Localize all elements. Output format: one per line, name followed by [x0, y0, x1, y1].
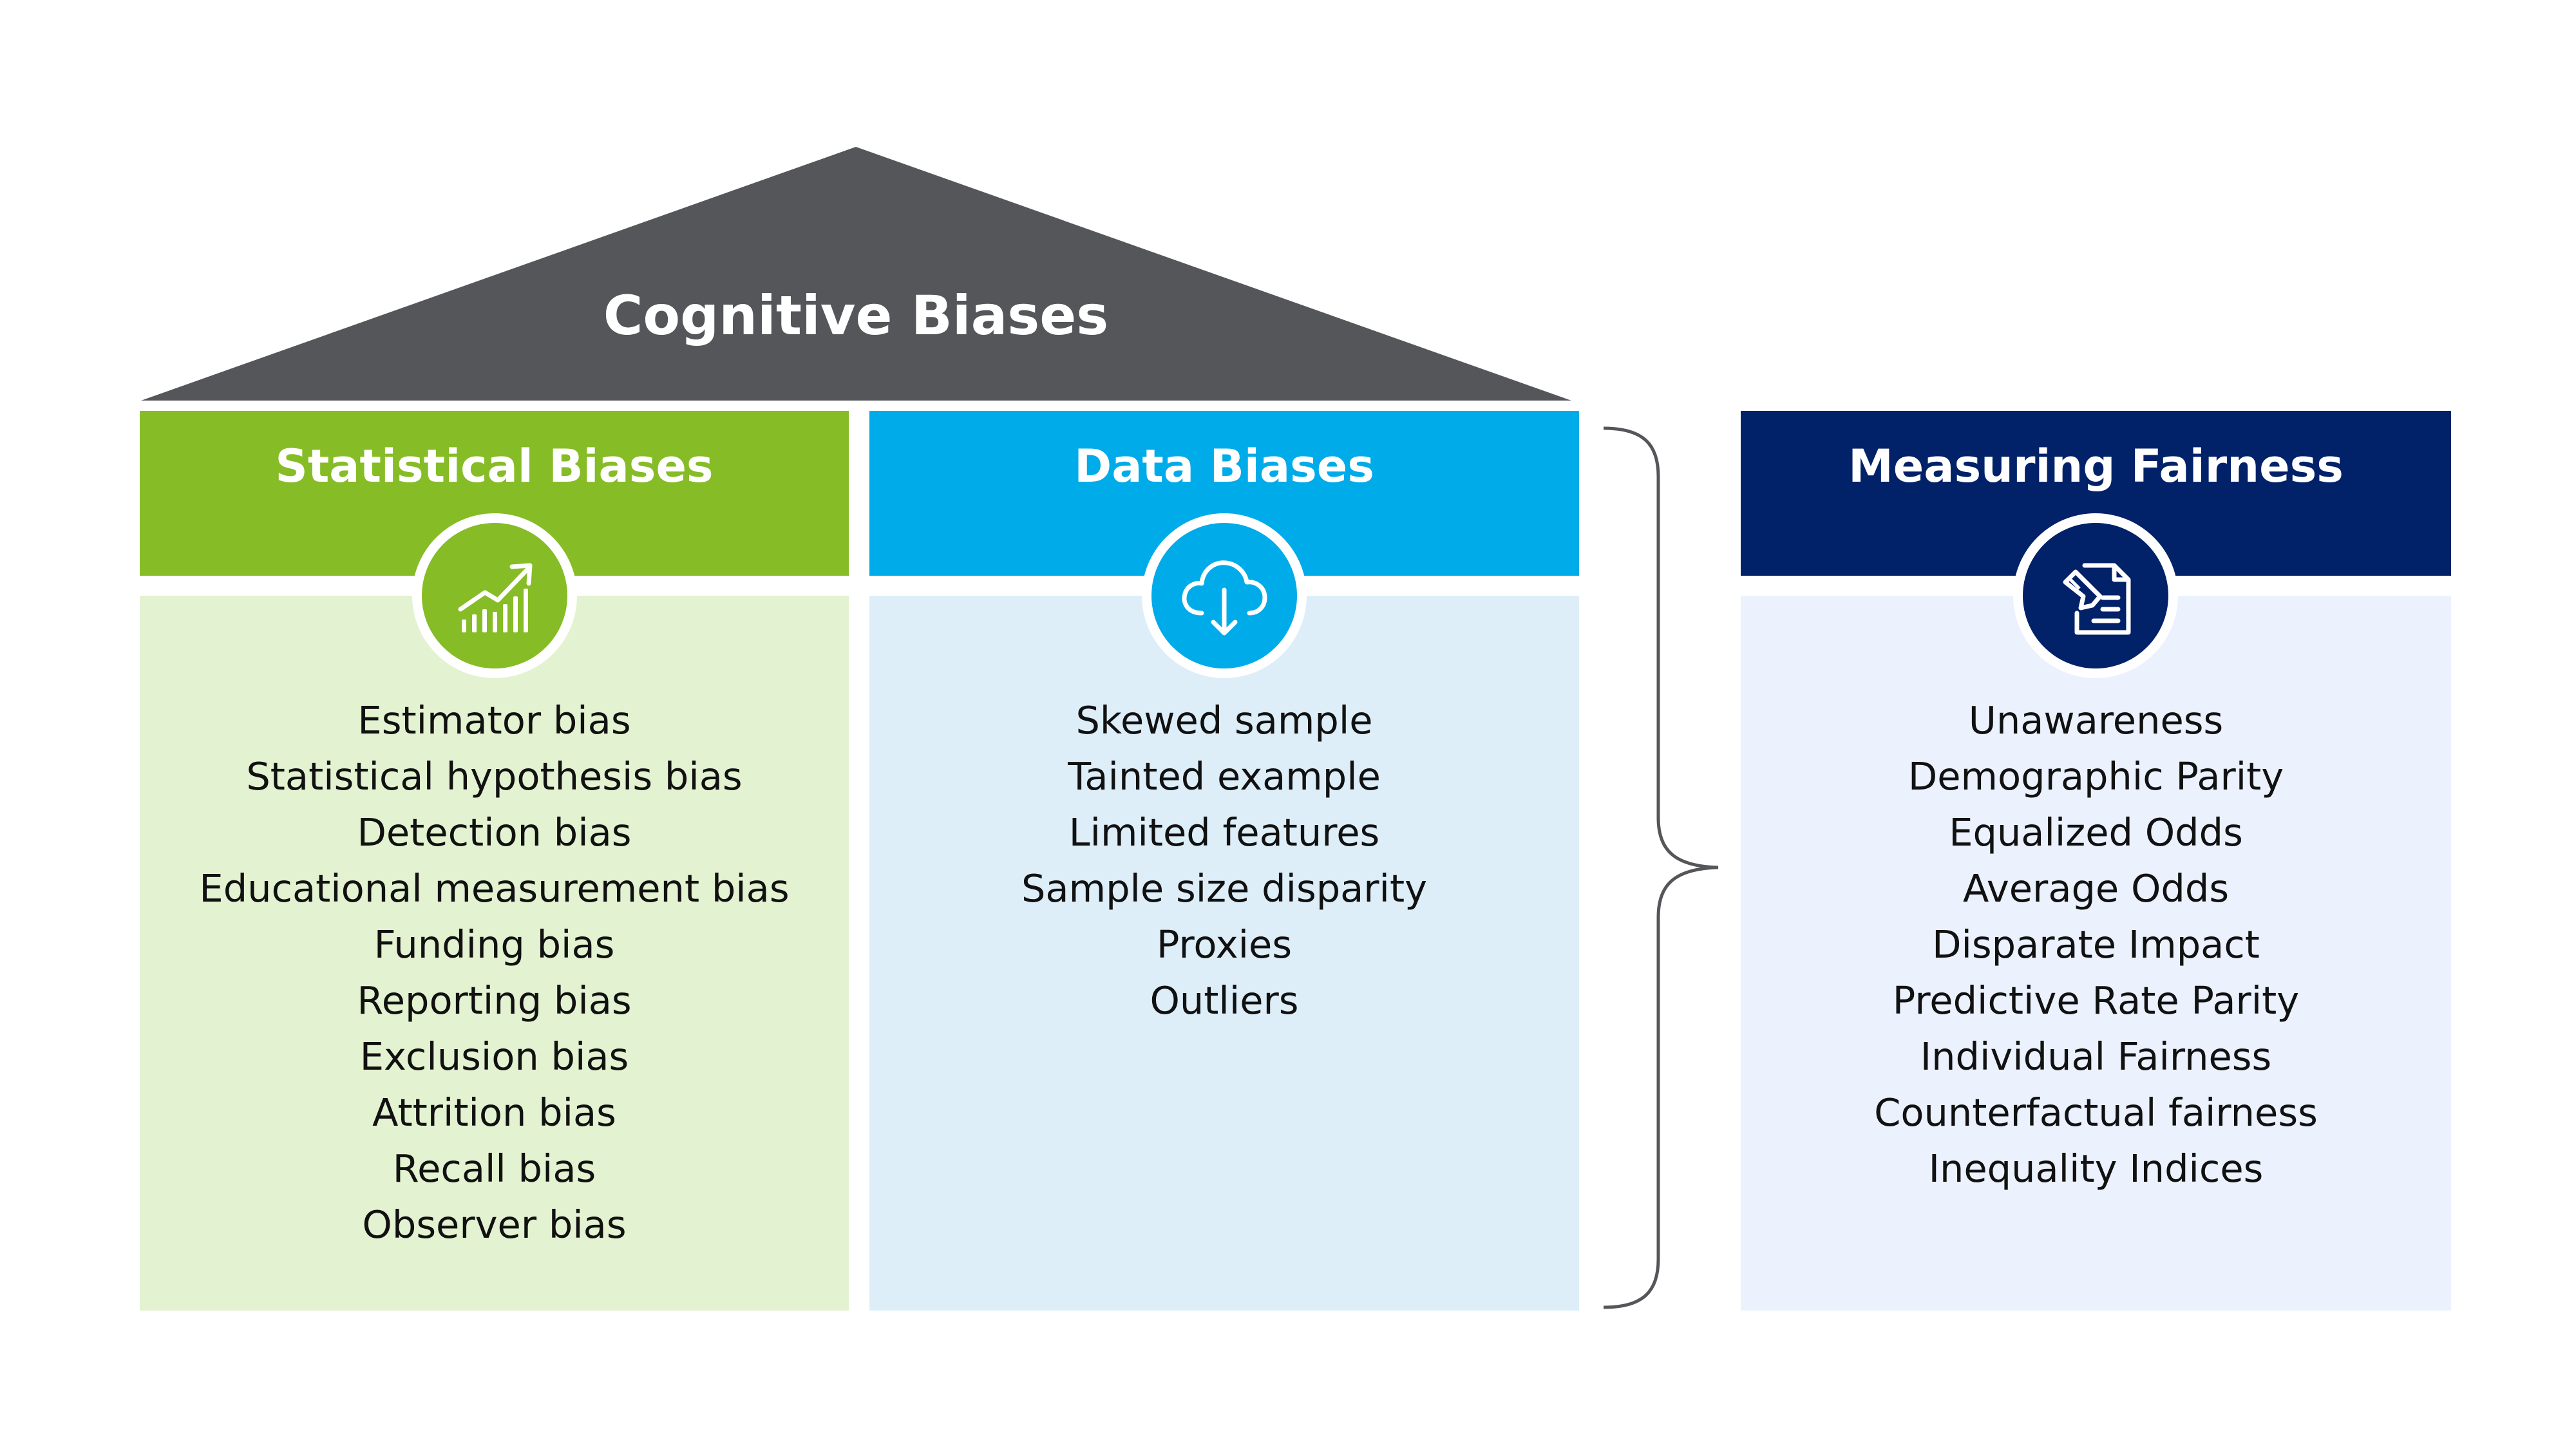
list-item: Equalized Odds: [1949, 810, 2243, 855]
list-item: Skewed sample: [1075, 698, 1373, 743]
list-item: Reporting bias: [357, 978, 632, 1023]
measuring-fairness-list: Unawareness Demographic Parity Equalized…: [1741, 692, 2451, 1197]
list-item: Exclusion bias: [359, 1034, 629, 1079]
page-title: Cognitive Biases: [603, 284, 1109, 347]
list-item: Counterfactual fairness: [1874, 1090, 2318, 1135]
roof-shape: [141, 147, 1571, 401]
list-item: Predictive Rate Parity: [1892, 978, 2300, 1023]
document-edit-icon: [2063, 563, 2131, 635]
data-biases-badge: [1142, 513, 1307, 678]
data-biases-list: Skewed sample Tainted example Limited fe…: [869, 692, 1579, 1028]
list-item: Estimator bias: [357, 698, 631, 743]
curly-brace-shape: [1603, 426, 1719, 1309]
list-item: Recall bias: [392, 1146, 596, 1191]
list-item: Attrition bias: [372, 1090, 616, 1135]
list-item: Detection bias: [357, 810, 632, 855]
list-item: Funding bias: [374, 922, 615, 967]
statistical-biases-title: Statistical Biases: [275, 440, 714, 493]
statistical-biases-badge: [412, 513, 577, 678]
measuring-fairness-panel: Unawareness Demographic Parity Equalized…: [1741, 596, 2451, 1311]
list-item: Limited features: [1068, 810, 1380, 855]
measuring-fairness-title: Measuring Fairness: [1848, 440, 2344, 493]
statistical-biases-list: Estimator bias Statistical hypothesis bi…: [140, 692, 849, 1253]
list-item: Individual Fairness: [1920, 1034, 2272, 1079]
list-item: Average Odds: [1962, 866, 2230, 911]
cloud-download-icon: [1182, 560, 1267, 636]
measuring-fairness-badge: [2013, 513, 2178, 678]
list-item: Sample size disparity: [1021, 866, 1427, 911]
list-item: Observer bias: [362, 1202, 627, 1247]
trending-up-chart-icon: [458, 563, 533, 632]
list-item: Unawareness: [1968, 698, 2224, 743]
list-item: Educational measurement bias: [199, 866, 790, 911]
data-biases-panel: Skewed sample Tainted example Limited fe…: [869, 596, 1579, 1311]
list-item: Outliers: [1150, 978, 1299, 1023]
list-item: Statistical hypothesis bias: [246, 754, 743, 799]
list-item: Proxies: [1156, 922, 1293, 967]
statistical-biases-panel: Estimator bias Statistical hypothesis bi…: [140, 596, 849, 1311]
list-item: Disparate Impact: [1932, 922, 2260, 967]
data-biases-title: Data Biases: [1074, 440, 1374, 493]
list-item: Inequality Indices: [1928, 1146, 2264, 1191]
list-item: Demographic Parity: [1908, 754, 2284, 799]
list-item: Tainted example: [1068, 754, 1381, 799]
